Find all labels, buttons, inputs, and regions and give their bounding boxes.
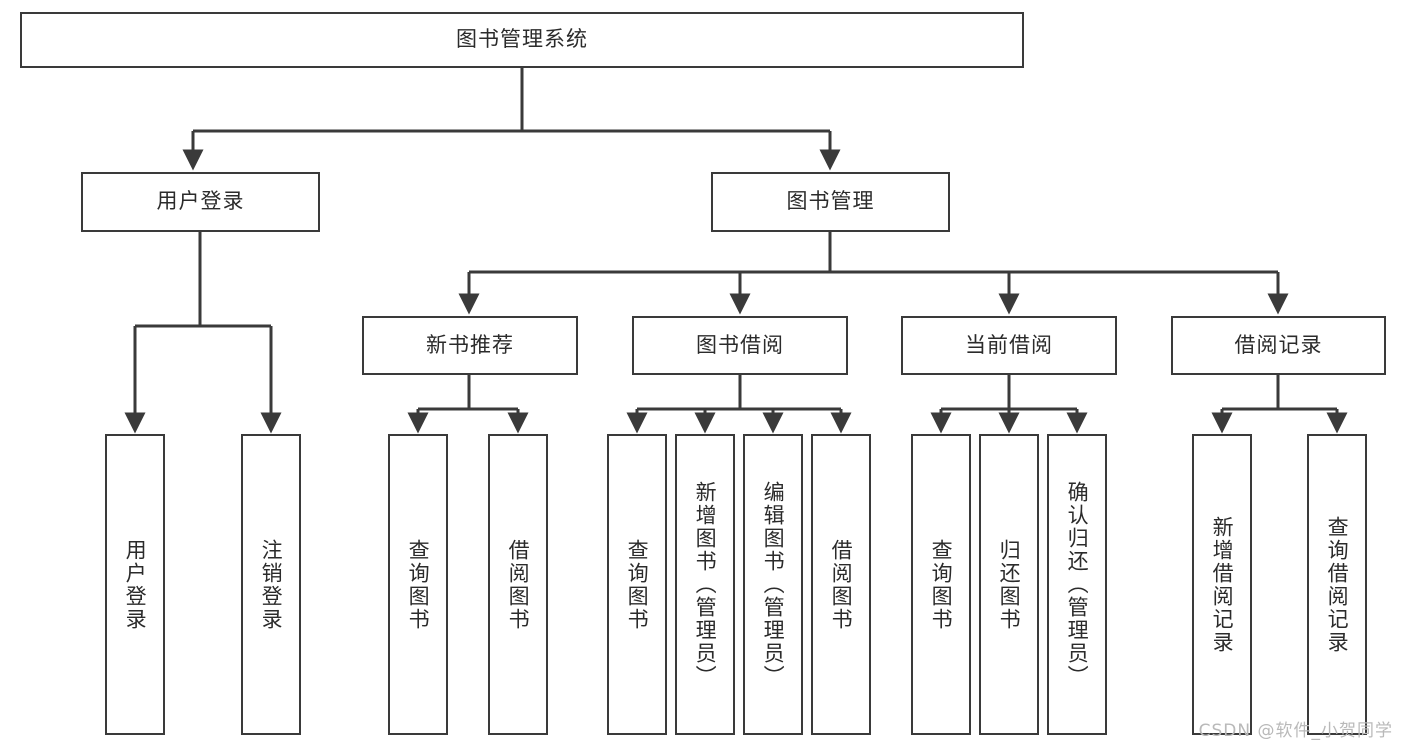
leaf-current-borrow-query-book[interactable]: 查询图书 (911, 434, 971, 735)
leaf-book-borrow-borrow-book[interactable]: 借阅图书 (811, 434, 871, 735)
node-current-borrow[interactable]: 当前借阅 (901, 316, 1117, 375)
node-user-login[interactable]: 用户登录 (81, 172, 320, 232)
node-book-borrow[interactable]: 图书借阅 (632, 316, 848, 375)
leaf-book-borrow-add-book-admin[interactable]: 新增图书（管理员） (675, 434, 735, 735)
leaf-current-borrow-confirm-return-admin[interactable]: 确认归还（管理员） (1047, 434, 1107, 735)
node-book-management[interactable]: 图书管理 (711, 172, 950, 232)
node-label: 查询图书 (929, 538, 954, 631)
node-label: 新书推荐 (426, 332, 514, 357)
node-label: 当前借阅 (965, 332, 1053, 357)
node-label: 用户登录 (156, 189, 245, 214)
watermark-text: CSDN @软件_小贺同学 (1198, 721, 1393, 741)
node-label: 用户登录 (123, 538, 148, 631)
node-label: 确认归还（管理员） (1065, 481, 1090, 688)
leaf-new-book-query-book[interactable]: 查询图书 (388, 434, 448, 735)
node-label: 图书借阅 (696, 332, 784, 357)
node-root-book-management-system[interactable]: 图书管理系统 (20, 12, 1024, 68)
node-label: 查询图书 (406, 538, 431, 631)
node-label: 借阅图书 (829, 538, 854, 631)
node-label: 新增图书（管理员） (693, 481, 718, 688)
leaf-user-login-login[interactable]: 用户登录 (105, 434, 165, 735)
node-label: 图书管理 (786, 189, 875, 214)
node-label: 借阅记录 (1234, 332, 1323, 357)
node-label: 图书管理系统 (456, 27, 588, 52)
node-label: 查询图书 (625, 538, 650, 631)
leaf-current-borrow-return-book[interactable]: 归还图书 (979, 434, 1039, 735)
leaf-book-borrow-edit-book-admin[interactable]: 编辑图书（管理员） (743, 434, 803, 735)
leaf-new-book-borrow-book[interactable]: 借阅图书 (488, 434, 548, 735)
leaf-book-borrow-query-book[interactable]: 查询图书 (607, 434, 667, 735)
node-label: 新增借阅记录 (1210, 515, 1235, 654)
leaf-borrow-record-query-record[interactable]: 查询借阅记录 (1307, 434, 1367, 735)
leaf-borrow-record-add-record[interactable]: 新增借阅记录 (1192, 434, 1252, 735)
node-label: 查询借阅记录 (1325, 515, 1350, 654)
node-label: 编辑图书（管理员） (761, 481, 786, 688)
node-label: 注销登录 (259, 538, 284, 631)
node-new-book-recommend[interactable]: 新书推荐 (362, 316, 578, 375)
leaf-user-login-logout[interactable]: 注销登录 (241, 434, 301, 735)
node-label: 借阅图书 (506, 538, 531, 631)
node-label: 归还图书 (997, 538, 1022, 631)
node-borrow-record[interactable]: 借阅记录 (1171, 316, 1386, 375)
